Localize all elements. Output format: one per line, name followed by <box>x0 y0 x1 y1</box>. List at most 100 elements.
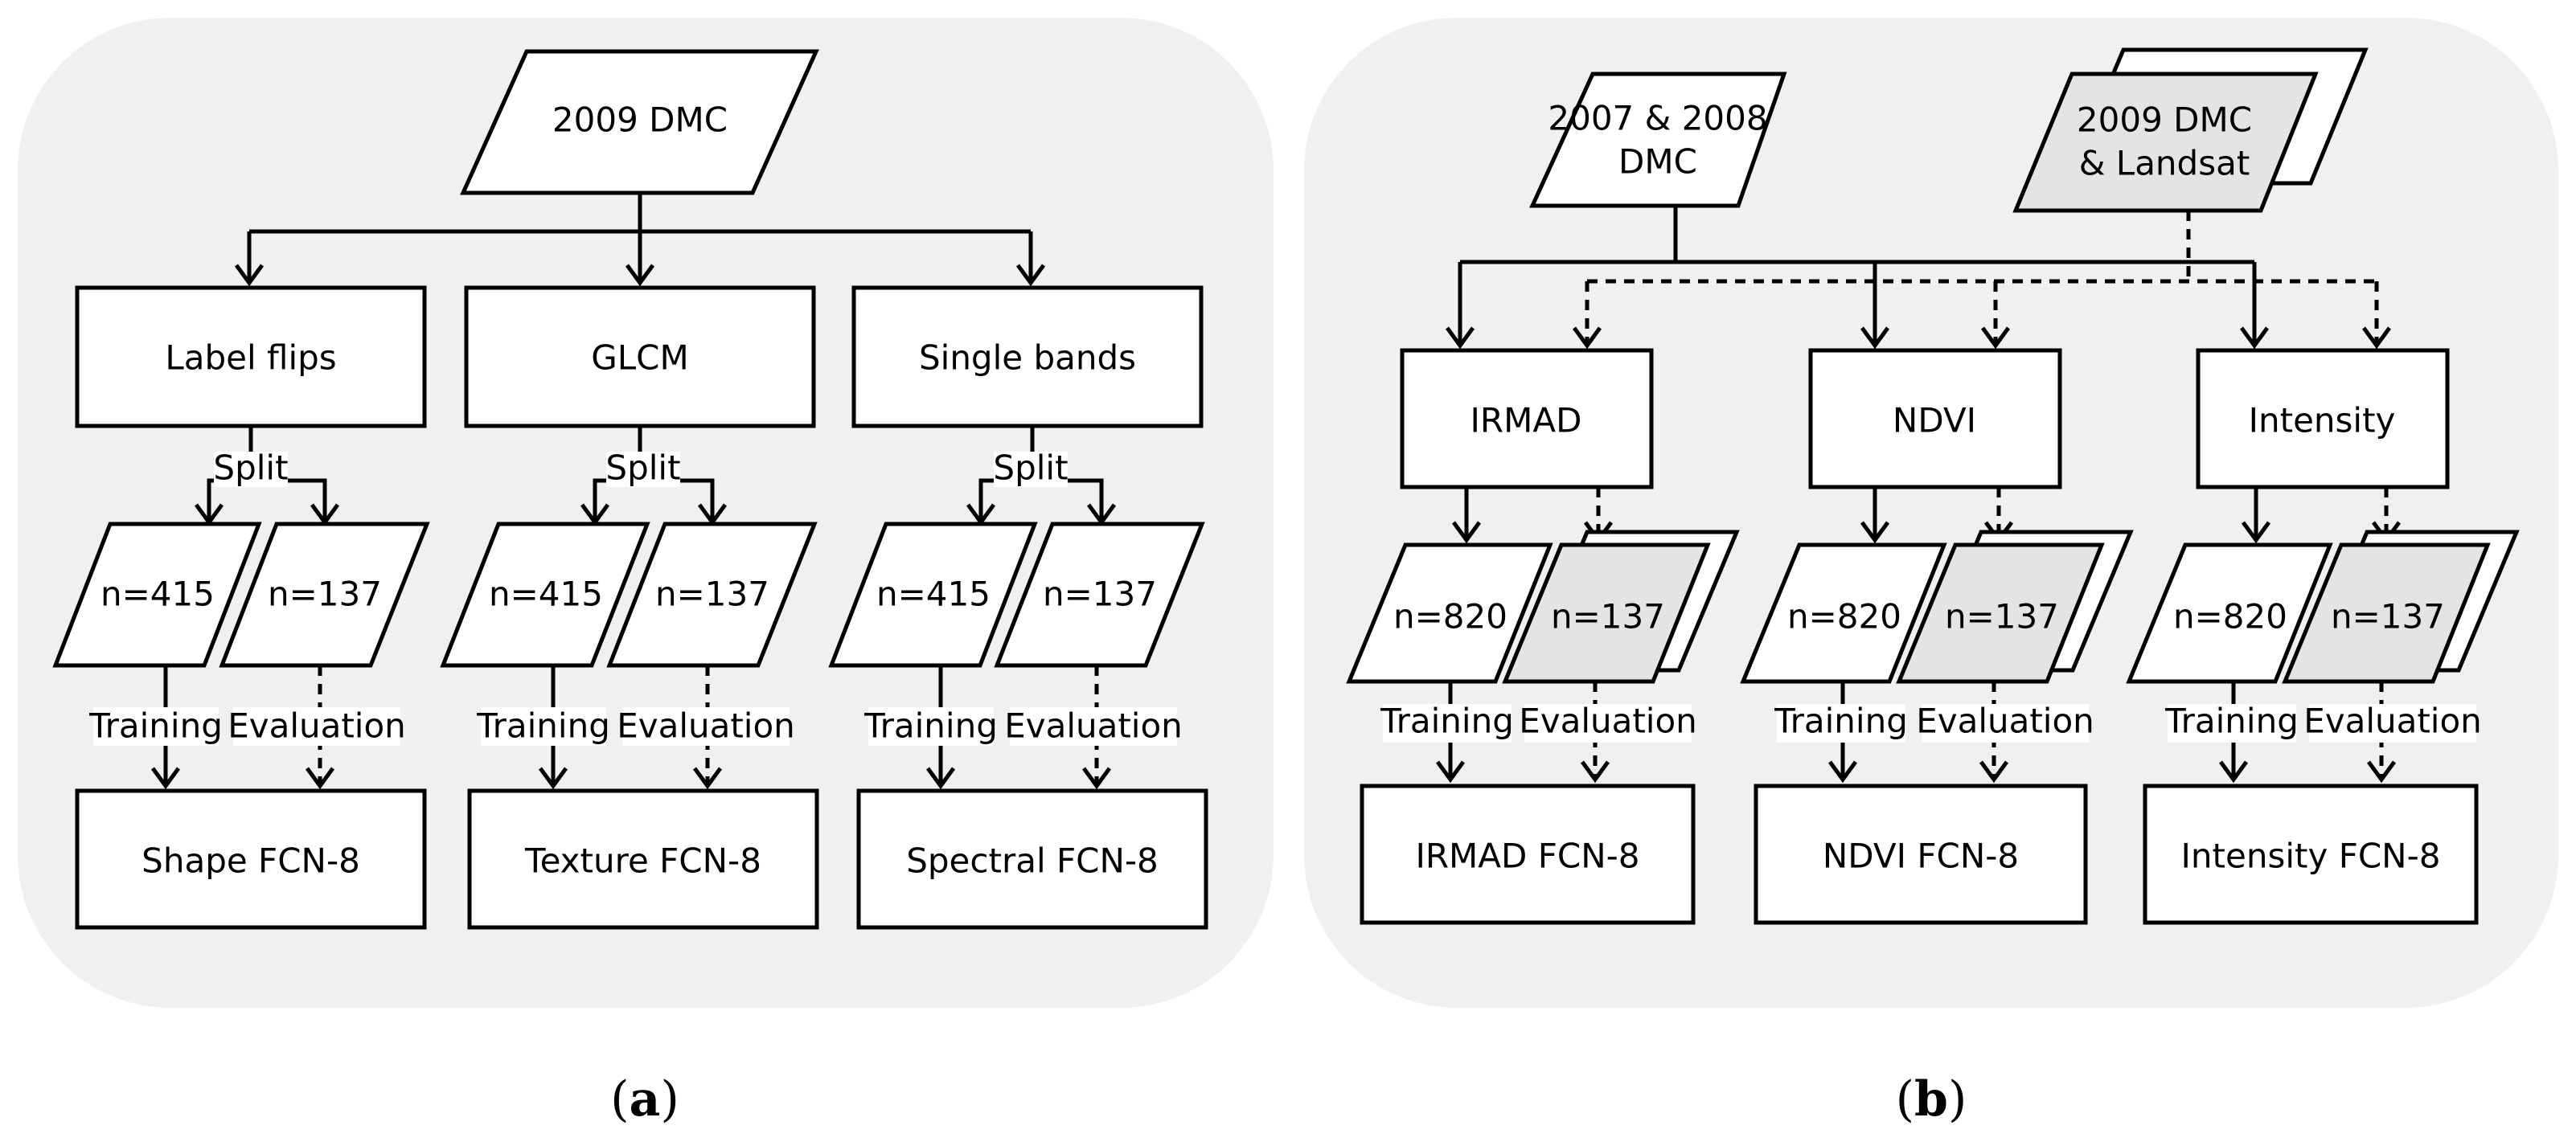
process-label: Label flips <box>165 338 336 378</box>
training-label: Training <box>476 706 610 746</box>
evaluation-label: Evaluation <box>1519 702 1697 741</box>
process-box <box>464 285 816 428</box>
model-label: Shape FCN-8 <box>142 841 360 881</box>
arrow-head <box>1572 326 1602 350</box>
arrow-head <box>1081 767 1112 790</box>
arrow-head <box>2366 760 2397 784</box>
process-label: NDVI <box>1893 401 1976 440</box>
evaluation-label-background <box>1922 704 2089 743</box>
training-label: Training <box>2164 702 2299 741</box>
eval-set-label: n=137 <box>1043 575 1157 614</box>
arrow-head <box>925 767 956 790</box>
arrow-head <box>1860 521 1890 544</box>
evaluation-label-background <box>233 707 400 746</box>
arrow-head <box>538 767 568 790</box>
training-label-background <box>93 707 219 746</box>
model-box <box>856 788 1208 930</box>
train-set-label: n=820 <box>1787 597 1901 636</box>
arrow-head <box>1451 521 1482 544</box>
evaluation-label: Evaluation <box>1004 706 1183 746</box>
arrow-head <box>150 767 181 790</box>
process-box <box>2196 348 2450 489</box>
eval-set-label: n=137 <box>2331 597 2445 636</box>
train-set-label: n=415 <box>100 575 215 614</box>
branch-label-flips: Label flips Split n=415 n=137 Training E… <box>52 285 430 930</box>
eval-set-shape <box>2282 542 2491 684</box>
train-source-shape <box>1529 72 1787 208</box>
arrow-head <box>1979 760 2009 784</box>
training-label-background <box>481 707 606 746</box>
panel-a: 2009 DMC Label flips Split n=415 n=137 <box>52 49 1208 930</box>
panel-a-caption: (a) <box>610 1071 679 1128</box>
arrow-head <box>1580 760 1610 784</box>
train-set-shape <box>440 522 650 668</box>
model-label: Intensity FCN-8 <box>2181 837 2441 876</box>
eval-set-shape <box>1896 542 2105 684</box>
arrow-head <box>1445 326 1475 350</box>
arrow-head <box>625 264 655 287</box>
branch-irmad: IRMAD n=820 n=137 Training Evaluation IR… <box>1346 348 1740 925</box>
eval-source-line1: 2009 DMC <box>2077 100 2252 140</box>
model-box <box>75 788 427 930</box>
arrow-head <box>1015 264 1046 287</box>
process-label: IRMAD <box>1471 401 1582 440</box>
train-set-shape <box>2126 542 2333 684</box>
eval-set-shape <box>606 522 818 668</box>
process-box <box>851 285 1204 428</box>
split-label-background <box>214 452 288 487</box>
model-box <box>1360 784 1696 925</box>
model-label: Texture FCN-8 <box>524 841 761 881</box>
train-source-line1: 2007 & 2008 <box>1548 99 1767 138</box>
process-label: Single bands <box>919 338 1136 378</box>
process-box <box>1400 348 1654 489</box>
panel-a-background <box>18 18 1274 1008</box>
training-label-background <box>868 707 994 746</box>
train-set-shape <box>1740 542 1947 684</box>
model-label: IRMAD FCN-8 <box>1415 837 1639 876</box>
branch-glcm: GLCM Split n=415 n=137 Training Evaluati… <box>440 285 819 930</box>
train-set-shape <box>1346 542 1553 684</box>
split-label-background <box>994 452 1068 487</box>
model-box <box>2143 784 2479 925</box>
arrow-head <box>692 767 723 790</box>
train-set-label: n=415 <box>876 575 991 614</box>
arrow-head <box>1827 760 1858 784</box>
train-set-label: n=820 <box>1393 597 1507 636</box>
process-label: Intensity <box>2249 401 2396 440</box>
eval-set-shape <box>1502 542 1711 684</box>
split-label-background <box>606 452 680 487</box>
evaluation-label-background <box>2309 704 2476 743</box>
train-set-shape <box>52 522 262 668</box>
arrow-head <box>2241 521 2271 544</box>
evaluation-label-background <box>1524 704 1692 743</box>
training-label: Training <box>863 706 998 746</box>
eval-set-label: n=137 <box>1551 597 1665 636</box>
panel-b-caption: (b) <box>1896 1071 1967 1128</box>
source-data-label: 2009 DMC <box>552 100 728 140</box>
evaluation-label: Evaluation <box>617 706 795 746</box>
training-label-background <box>1383 704 1512 743</box>
training-label: Training <box>1380 702 1514 741</box>
model-label: Spectral FCN-8 <box>906 841 1159 881</box>
model-box <box>467 788 819 930</box>
branch-single-bands: Single bands Split n=415 n=137 Training … <box>828 285 1208 930</box>
training-label: Training <box>88 706 223 746</box>
eval-set-label: n=137 <box>268 575 382 614</box>
training-label-background <box>1777 704 1905 743</box>
arrow-head <box>234 264 265 287</box>
arrow-head <box>2218 760 2249 784</box>
eval-set-label: n=137 <box>655 575 769 614</box>
model-label: NDVI FCN-8 <box>1823 837 2019 876</box>
evaluation-label-background <box>622 707 790 746</box>
evaluation-label: Evaluation <box>1916 702 2094 741</box>
split-label: Split <box>605 448 680 488</box>
panel-b-background <box>1304 18 2558 1008</box>
eval-set-shape <box>219 522 430 668</box>
arrow-head <box>1860 326 1890 350</box>
evaluation-label: Evaluation <box>2303 702 2482 741</box>
train-source-line2: DMC <box>1618 142 1697 182</box>
eval-source-line2: & Landsat <box>2079 144 2250 183</box>
split-label: Split <box>993 448 1068 488</box>
source-data-shape <box>460 49 819 195</box>
